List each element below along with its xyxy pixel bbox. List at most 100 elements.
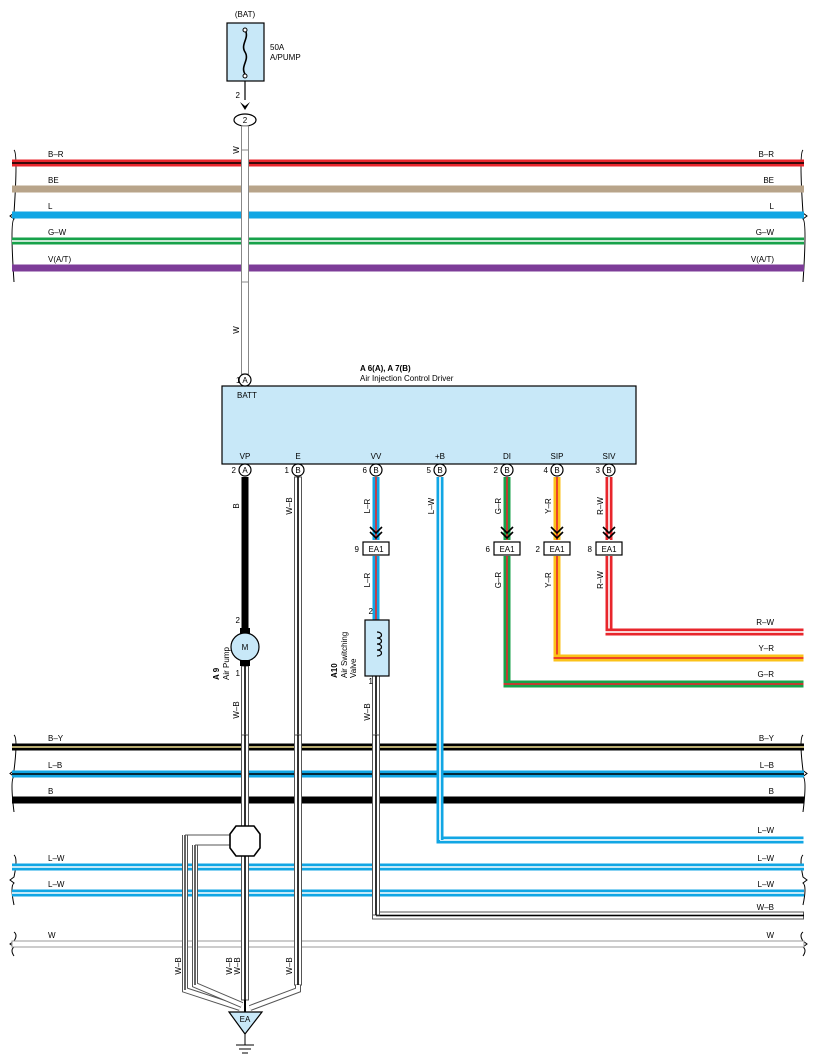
splice-icon	[229, 825, 261, 857]
driver-pin-num-0: 2	[232, 466, 237, 475]
connector-arrow-icon	[369, 526, 383, 540]
wire-b-label: L–W	[427, 497, 436, 514]
fuse-pin: 2	[236, 91, 241, 100]
bus-w-label-right: W	[766, 931, 774, 940]
pump-name: Air Pump	[222, 647, 231, 680]
bus-top-label-right-2: L	[770, 202, 775, 211]
connector-arrow-icon	[240, 102, 250, 110]
wire-vp-b	[241, 477, 249, 628]
driver-name: Air Injection Control Driver	[360, 374, 454, 383]
driver-pin-name-4: DI	[503, 452, 511, 461]
ground-label: EA	[240, 1015, 251, 1024]
wire-vv-lr-2	[372, 556, 380, 620]
driver-pin-num-3: 5	[427, 466, 432, 475]
bus-bottom-label-right-2: B	[769, 787, 774, 796]
wire-rw-down	[605, 556, 613, 632]
fuse-name: A/PUMP	[270, 53, 301, 62]
driver-pin-conn-4: B	[504, 466, 509, 475]
valve-name-line2: Valve	[349, 658, 358, 678]
wire-gr-down	[503, 556, 511, 684]
bus-bottom-1: L–B L–B	[12, 761, 804, 778]
driver-pin-conn-6: B	[606, 466, 611, 475]
bus-bottom-label-left-2: B	[48, 787, 53, 796]
bus-bottom-label-right-1: L–B	[760, 761, 774, 770]
wire-di-gr	[503, 477, 511, 540]
bus-w-label-left: W	[48, 931, 56, 940]
ea1-wire-below-2: Y–R	[544, 572, 553, 588]
right-wire-label-2: G–R	[758, 670, 775, 679]
bus-top-label-left-2: L	[48, 202, 53, 211]
wire-sip-yr	[553, 477, 561, 540]
wire-vv-label: L–R	[363, 498, 372, 513]
bus-top-label-left-4: V(A/T)	[48, 255, 71, 264]
bus-wb-label: W–B	[757, 903, 774, 912]
driver-pin-name-3: +B	[435, 452, 445, 461]
bus-top-label-right-1: BE	[763, 176, 774, 185]
driver-top-pin-name: BATT	[237, 391, 257, 400]
driver-pin-conn-1: B	[295, 466, 300, 475]
bus-bottom-label-left-1: L–B	[48, 761, 62, 770]
driver-pin-name-0: VP	[240, 452, 251, 461]
ground-ea: EA	[227, 1011, 264, 1054]
valve-pin-bottom: 1	[369, 677, 374, 686]
wire-w-mid-label: W	[232, 326, 241, 334]
pump-pin-top: 2	[236, 616, 241, 625]
driver-pin-name-1: E	[295, 452, 300, 461]
driver-pin-name-6: SIV	[603, 452, 617, 461]
driver-pin-name-2: VV	[371, 452, 382, 461]
driver-pin-conn-0: A	[242, 466, 248, 475]
bus-lw-label-right-0: L–W	[758, 854, 775, 863]
driver-pin-num-2: 6	[363, 466, 368, 475]
driver-pin-conn-3: B	[437, 466, 442, 475]
wire-valve-label: W–B	[363, 703, 372, 720]
wire-siv-label: R–W	[596, 497, 605, 515]
air-switching-valve: 2 1 A10 Air Switching Valve	[330, 607, 390, 686]
ground-wire-label-3: W–B	[285, 957, 294, 974]
driver-pin-conn-5: B	[554, 466, 559, 475]
wire-vp-label: B	[232, 503, 241, 508]
bus-top-label-right-0: B–R	[758, 150, 774, 159]
pump-pin-bottom: 1	[236, 669, 241, 678]
bus-lw-label-left-1: L–W	[48, 880, 65, 889]
bus-top-4: V(A/T) V(A/T)	[12, 255, 804, 272]
splice-junction	[182, 825, 301, 1012]
wire-pump-label: W–B	[232, 701, 241, 718]
wire-sip-label: Y–R	[544, 498, 553, 514]
ea1-label-2: EA1	[549, 545, 565, 554]
connector-arrow-icon	[500, 526, 514, 540]
driver-pin-num-4: 2	[494, 466, 499, 475]
wire-w-top-label: W	[232, 146, 241, 154]
bus-bottom-label-left-0: B–Y	[48, 734, 64, 743]
wire-e-label: W–B	[285, 497, 294, 514]
bus-lw-right-label: L–W	[758, 826, 775, 835]
bus-top-label-right-4: V(A/T)	[751, 255, 774, 264]
bus-top-label-left-3: G–W	[48, 228, 67, 237]
connector-arrow-icon	[602, 526, 616, 540]
ground-wire-label-0: W–B	[174, 957, 183, 974]
valve-ref: A10	[330, 663, 339, 678]
bus-bottom-label-right-0: B–Y	[759, 734, 775, 743]
bus-bottom-0: B–Y B–Y	[12, 734, 804, 751]
right-wire-label-1: Y–R	[758, 644, 774, 653]
driver-top-pin-conn: A	[242, 376, 248, 385]
fuse-connector: 2	[243, 116, 248, 125]
wire-di-label: G–R	[494, 498, 503, 515]
air-pump: 2 M 1 A 9 Air Pump	[212, 616, 260, 680]
ea1-wire-below-1: G–R	[494, 572, 503, 589]
air-injection-control-driver: A 6(A), A 7(B) Air Injection Control Dri…	[221, 364, 637, 477]
bus-top-label-left-0: B–R	[48, 150, 64, 159]
driver-pin-num-1: 1	[285, 466, 290, 475]
ea1-label-3: EA1	[601, 545, 617, 554]
